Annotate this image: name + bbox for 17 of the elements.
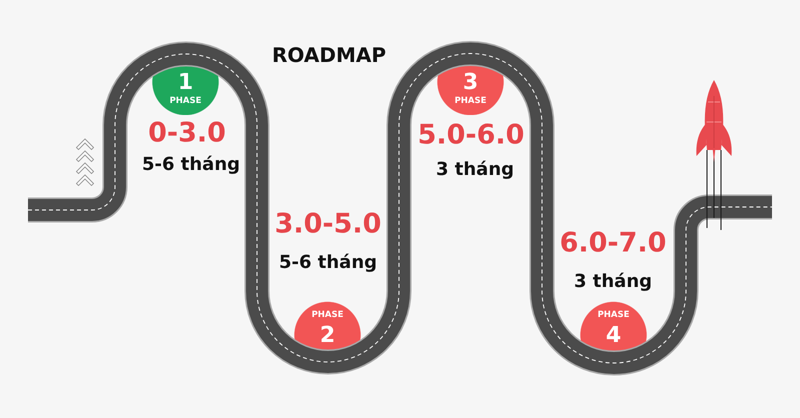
phase-number: 2 bbox=[320, 325, 336, 347]
phase-number: 4 bbox=[606, 325, 622, 347]
title: ROADMAP bbox=[272, 45, 386, 65]
range-label: 0-3.0 bbox=[148, 120, 226, 146]
range-label: 6.0-7.0 bbox=[560, 230, 666, 256]
phase-label: PHASE bbox=[312, 310, 344, 320]
duration-label: 3 tháng bbox=[574, 273, 652, 291]
phase-label: PHASE bbox=[454, 96, 486, 106]
range-label: 3.0-5.0 bbox=[274, 210, 382, 238]
duration-label: 5-6 tháng bbox=[142, 156, 240, 174]
phase-number: 1 bbox=[178, 72, 194, 94]
phase-label: PHASE bbox=[170, 96, 202, 106]
range-label: 5.0-6.0 bbox=[418, 122, 524, 148]
phase-label: PHASE bbox=[598, 310, 630, 320]
duration-label: 3 tháng bbox=[436, 161, 514, 179]
phase-number: 3 bbox=[462, 72, 478, 94]
duration-label: 5-6 tháng bbox=[278, 254, 378, 272]
